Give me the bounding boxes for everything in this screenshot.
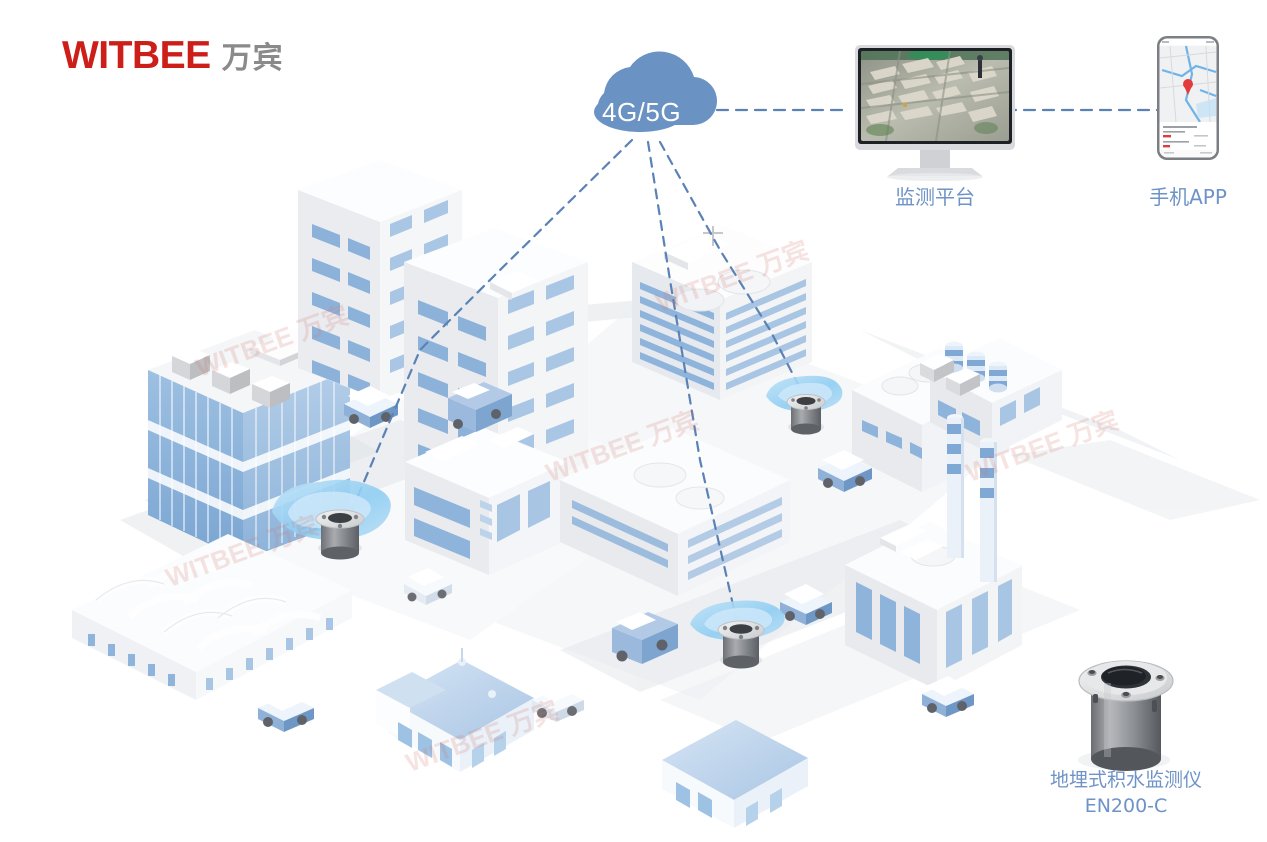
- vehicle-truck-2: [612, 612, 678, 664]
- building-wide-low-center: [560, 428, 790, 596]
- label-mobile-app: 手机APP: [1149, 185, 1227, 209]
- desktop-monitor[interactable]: [855, 45, 1015, 181]
- product-label: 地埋式积水监测仪 EN200-C: [1020, 768, 1232, 819]
- building-right-office: [845, 522, 1022, 690]
- monitor-screen-aerial-map: [861, 51, 1009, 141]
- link-cloud-to-sensor-3: [646, 140, 738, 620]
- vehicle-car-4: [780, 584, 832, 625]
- smartphone[interactable]: [1157, 36, 1219, 160]
- vehicle-car-1: [344, 386, 398, 428]
- vehicle-car-6: [532, 682, 584, 722]
- vehicle-truck-1: [448, 382, 512, 432]
- brand-name-latin: WITBEE: [62, 34, 211, 77]
- vehicle-car-5: [258, 689, 314, 732]
- vehicle-car-3: [818, 450, 872, 492]
- smokestacks: [947, 414, 997, 582]
- greenhouse-warehouse: [72, 534, 352, 700]
- product-label-line2: EN200-C: [1084, 794, 1168, 817]
- vehicle-car-2: [404, 568, 452, 605]
- vehicle-car-7: [922, 676, 974, 717]
- house-blue-roof-2: [662, 720, 808, 828]
- phone-screen-map-app: [1159, 38, 1217, 158]
- building-midblock-left: [405, 427, 568, 575]
- factory-complex: [852, 338, 1062, 582]
- brand-logo: WITBEE 万宾: [62, 33, 284, 78]
- sensor-waterlogging-1[interactable]: [272, 479, 391, 560]
- link-cloud-to-sensor-1: [350, 138, 634, 512]
- label-monitoring-platform: 监测平台: [895, 185, 975, 209]
- cloud-4g5g[interactable]: [594, 51, 718, 132]
- brand-name-chinese: 万宾: [221, 41, 284, 76]
- product-label-line1: 地埋式积水监测仪: [1049, 769, 1202, 791]
- house-blue-roof-1: [376, 648, 534, 772]
- sensor-waterlogging-2[interactable]: [766, 375, 843, 435]
- network-links: [350, 108, 1162, 620]
- product-hero-sensor: [1078, 660, 1174, 771]
- sensor-waterlogging-3[interactable]: [690, 600, 785, 669]
